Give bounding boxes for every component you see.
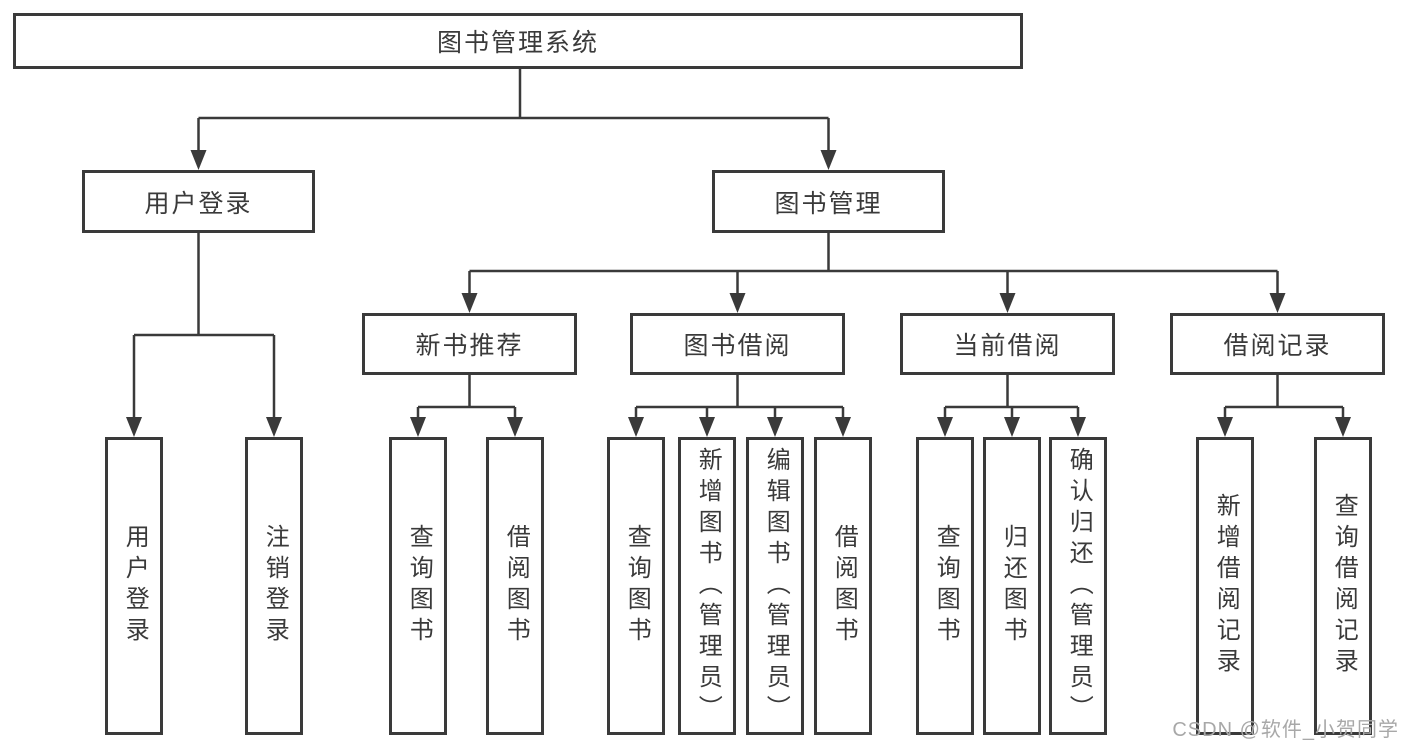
leaf-label: 查询图书 (405, 524, 433, 648)
leaf-borrow-books: 借阅图书 (814, 437, 872, 735)
node-label: 借阅记录 (1223, 332, 1332, 360)
leaf-edit-books-admin: 编辑图书（管理员） (746, 437, 804, 735)
leaf-label: 借阅图书 (502, 524, 530, 648)
leaf-label: 查询图书 (623, 524, 651, 648)
node-label: 图书管理系统 (436, 29, 599, 57)
leaf-label: 查询图书 (932, 524, 960, 648)
leaf-add-books-admin: 新增图书（管理员） (678, 437, 736, 735)
leaf-add-borrow-record: 新增借阅记录 (1196, 437, 1254, 735)
node-new-book-recommendation: 新书推荐 (362, 313, 577, 375)
leaf-label: 确认归还（管理员） (1065, 446, 1093, 726)
leaf-label: 注销登录 (261, 524, 289, 648)
leaf-user-login: 用户登录 (105, 437, 163, 735)
node-library-system: 图书管理系统 (13, 13, 1023, 69)
leaf-label: 编辑图书（管理员） (762, 446, 790, 726)
node-label: 用户登录 (144, 189, 253, 218)
leaf-label: 借阅图书 (830, 524, 858, 648)
leaf-logout: 注销登录 (245, 437, 303, 735)
node-user-login: 用户登录 (82, 170, 315, 233)
leaf-label: 新增借阅记录 (1212, 493, 1240, 679)
leaf-label: 用户登录 (121, 524, 149, 648)
leaf-query-books: 查询图书 (607, 437, 665, 735)
leaf-query-books: 查询图书 (916, 437, 974, 735)
leaf-borrow-books: 借阅图书 (486, 437, 544, 735)
node-label: 图书管理 (774, 189, 883, 218)
node-book-management: 图书管理 (712, 170, 945, 233)
node-current-borrowing: 当前借阅 (900, 313, 1115, 375)
leaf-return-books: 归还图书 (983, 437, 1041, 735)
node-label: 新书推荐 (415, 332, 524, 360)
leaf-query-borrow-record: 查询借阅记录 (1314, 437, 1372, 735)
leaf-label: 查询借阅记录 (1330, 493, 1358, 679)
node-label: 图书借阅 (683, 332, 792, 360)
leaf-label: 归还图书 (999, 524, 1027, 648)
leaf-query-books: 查询图书 (389, 437, 447, 735)
leaf-label: 新增图书（管理员） (694, 446, 722, 726)
node-book-borrowing: 图书借阅 (630, 313, 845, 375)
node-label: 当前借阅 (953, 332, 1062, 360)
node-borrowing-records: 借阅记录 (1170, 313, 1385, 375)
csdn-watermark: CSDN @软件_小贺同学 (1172, 719, 1399, 741)
leaf-confirm-return-admin: 确认归还（管理员） (1049, 437, 1107, 735)
arrowheads (126, 150, 1351, 437)
